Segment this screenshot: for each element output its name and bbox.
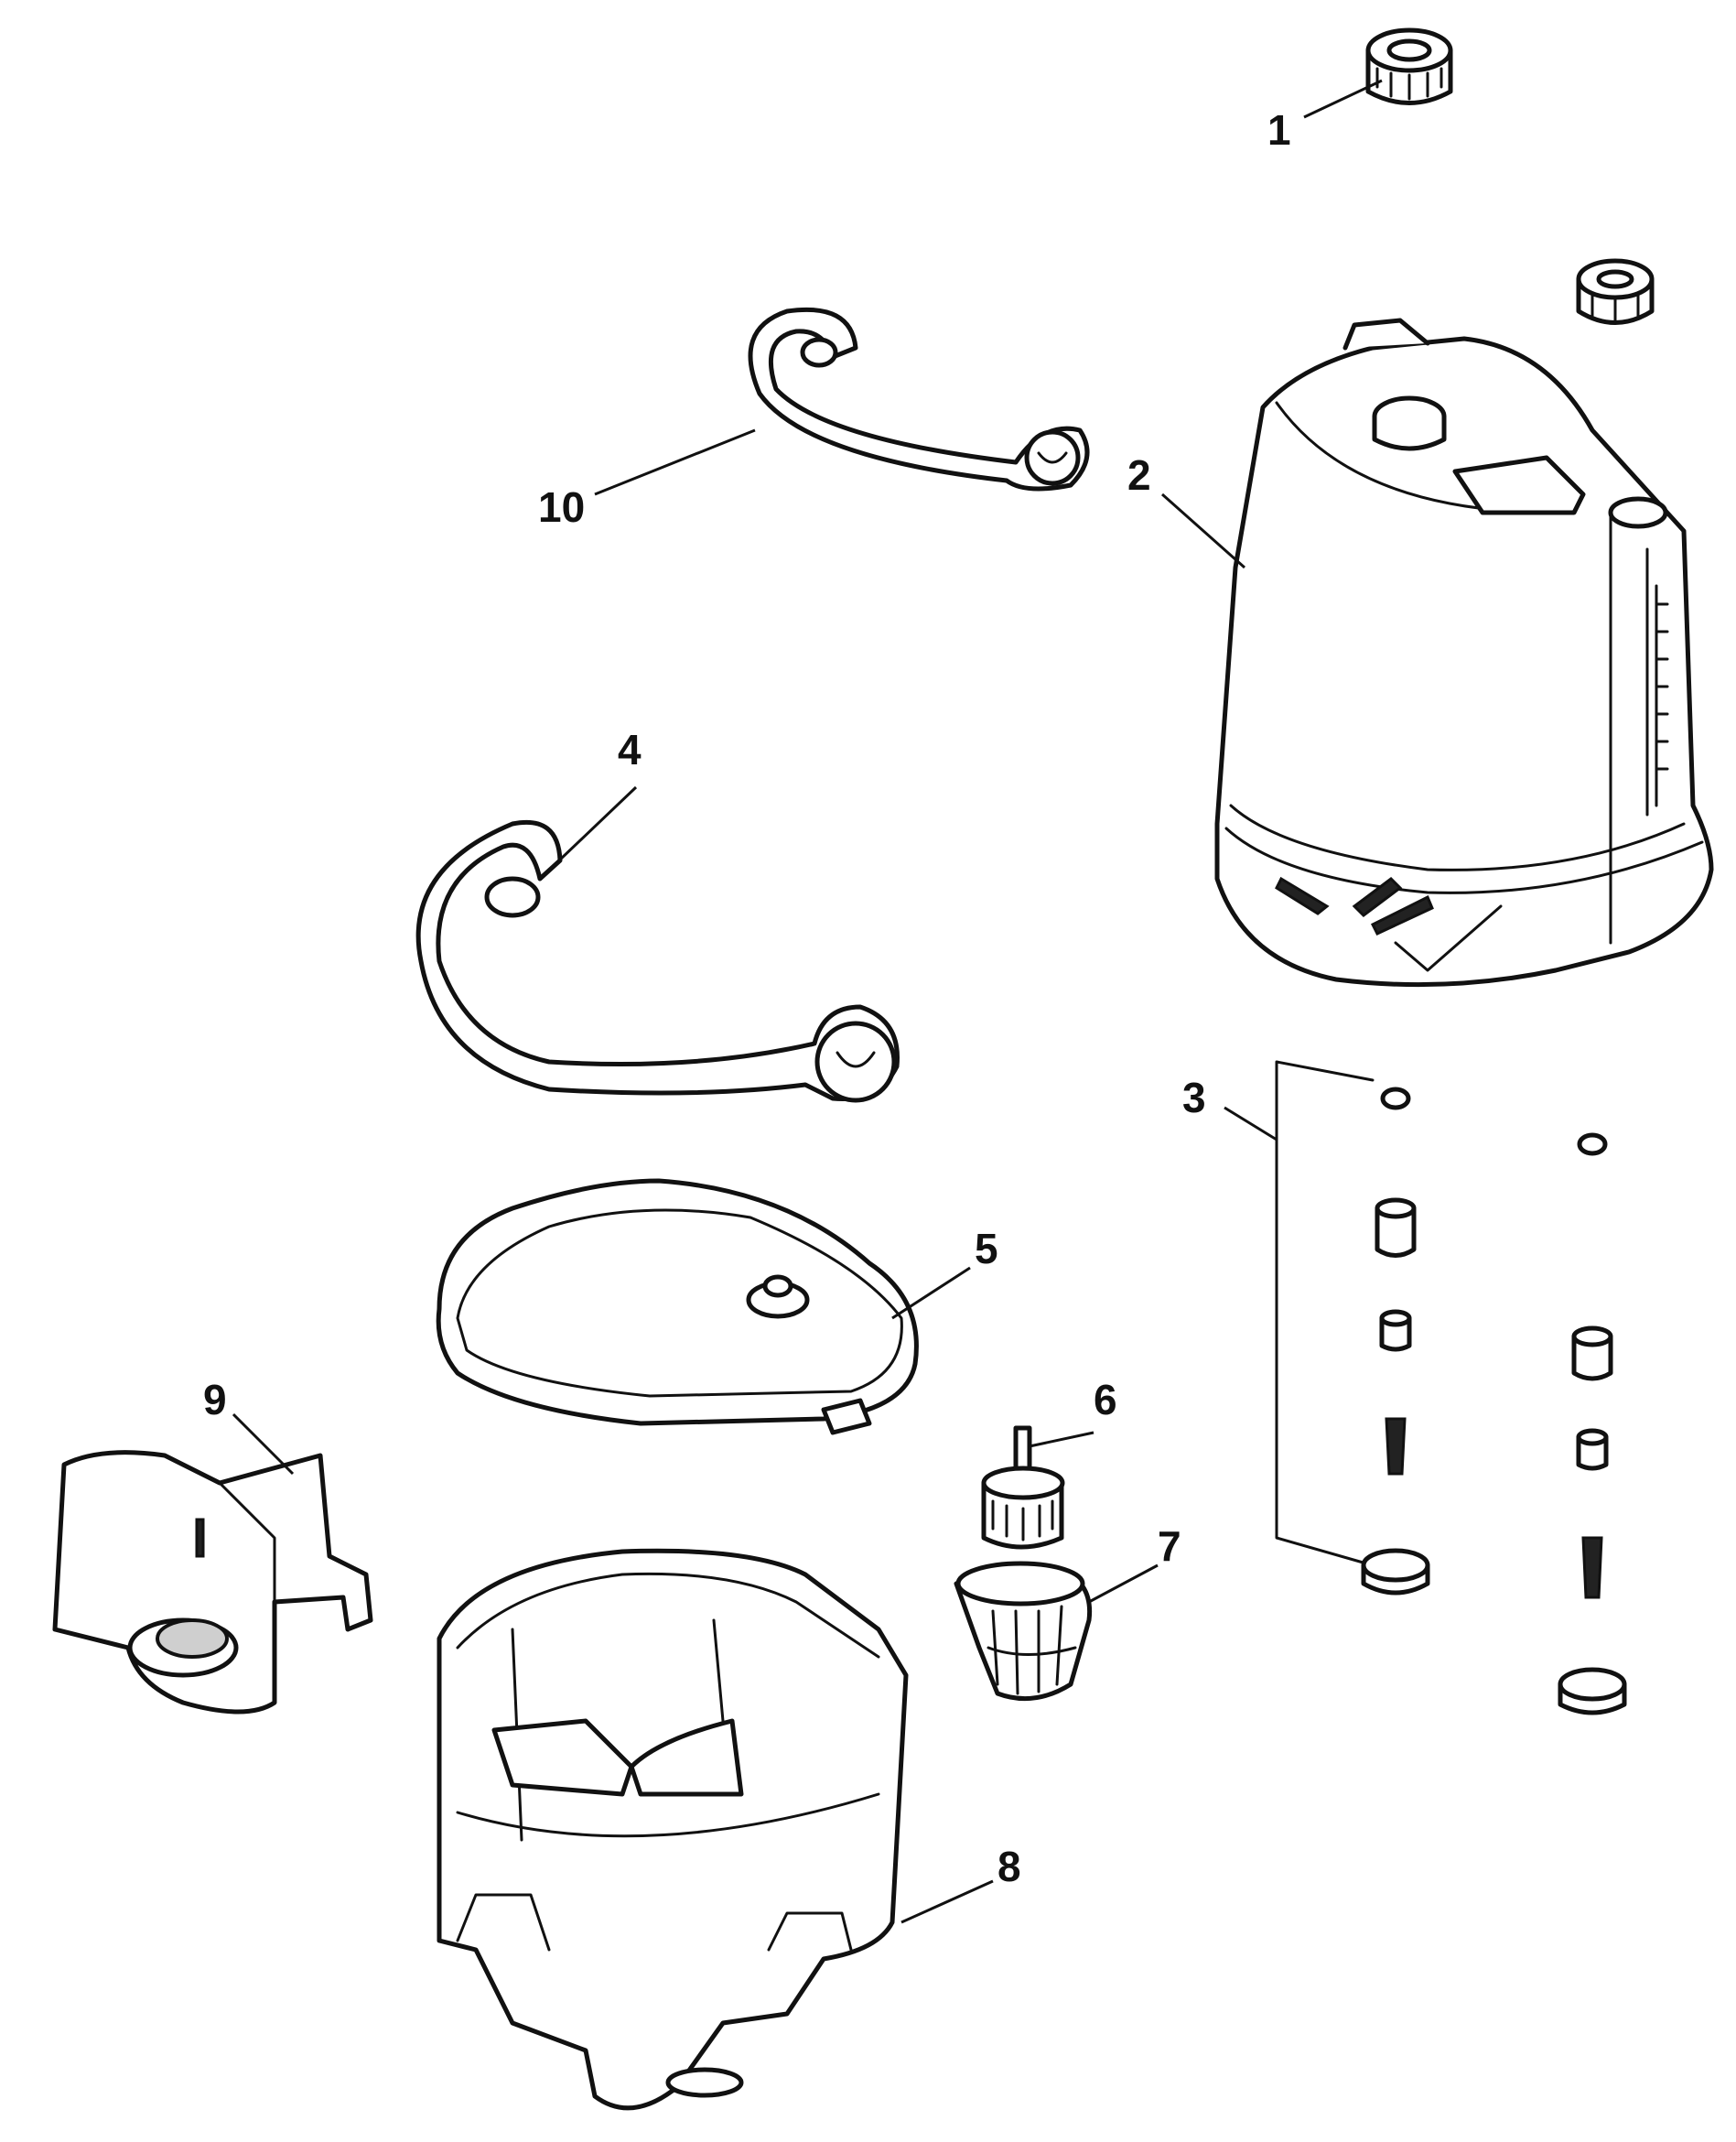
leader-10 bbox=[594, 428, 756, 496]
leader-9 bbox=[232, 1412, 295, 1476]
part-9-hood bbox=[52, 1450, 373, 1715]
tank-cap-spare bbox=[1576, 258, 1655, 325]
part-7-filter bbox=[954, 1561, 1093, 1702]
part-8-base bbox=[437, 1548, 909, 2111]
part-5-lid bbox=[436, 1178, 919, 1435]
callout-5: 5 bbox=[975, 1225, 998, 1272]
leader-8 bbox=[900, 1879, 994, 1924]
callout-9: 9 bbox=[203, 1376, 227, 1423]
leader-2 bbox=[1161, 492, 1245, 569]
leader-3 bbox=[1224, 1106, 1278, 1141]
part-6-valve bbox=[981, 1425, 1065, 1550]
leader-7 bbox=[1088, 1563, 1159, 1604]
callout-4: 4 bbox=[618, 726, 642, 774]
callout-labels: 1 2 3 4 5 6 7 8 9 10 bbox=[203, 106, 1291, 1890]
leader-1 bbox=[1303, 79, 1383, 119]
leader-lines bbox=[232, 79, 1383, 1924]
part-10-handle bbox=[748, 307, 1090, 492]
part-2-tank bbox=[1214, 318, 1714, 988]
part-1-cap bbox=[1365, 27, 1453, 105]
callout-2: 2 bbox=[1127, 451, 1151, 499]
callout-7: 7 bbox=[1158, 1522, 1181, 1570]
part-3-valve-kit bbox=[1275, 1060, 1627, 1715]
leader-4 bbox=[538, 785, 638, 881]
callout-3: 3 bbox=[1182, 1074, 1206, 1121]
callout-8: 8 bbox=[997, 1843, 1021, 1890]
callout-10: 10 bbox=[538, 483, 585, 531]
callout-1: 1 bbox=[1267, 106, 1291, 154]
part-4-handle bbox=[415, 819, 900, 1103]
leader-6 bbox=[1029, 1431, 1094, 1448]
callout-6: 6 bbox=[1094, 1376, 1117, 1423]
leader-5 bbox=[891, 1266, 971, 1320]
